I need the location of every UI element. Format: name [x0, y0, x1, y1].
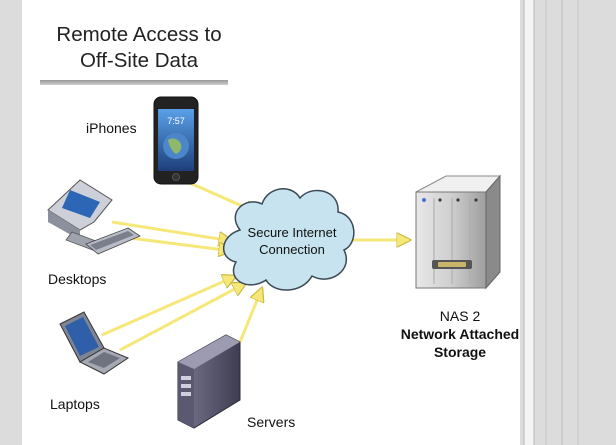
arrow-desktop-to-cloud-2: [129, 236, 232, 251]
label-desktops: Desktops: [48, 271, 107, 287]
label-laptops: Laptops: [50, 396, 100, 412]
arrow-laptop-to-cloud-1: [101, 276, 236, 337]
laptop-icon: [59, 311, 130, 375]
server-icon: [177, 334, 241, 429]
arrow-laptop-to-cloud-2: [119, 283, 246, 352]
iphone-icon: 7:57: [153, 96, 199, 185]
phone-time: 7:57: [167, 116, 185, 126]
label-iphones: iPhones: [86, 120, 137, 136]
cloud-label-line-2: Connection: [259, 242, 325, 257]
connection-arrows: [101, 181, 410, 352]
title-line-2: Off-Site Data: [79, 49, 199, 72]
left-side-panel: [0, 0, 22, 445]
title-line-1: Remote Access to: [56, 23, 222, 46]
label-nas-desc-line-1: Network Attached: [400, 326, 520, 342]
arrow-desktop-to-cloud-1: [111, 220, 232, 241]
title-underline: [40, 80, 228, 85]
label-nas-desc-line-2: Storage: [433, 344, 487, 360]
internet-cloud-icon: Secure Internet Connection: [223, 188, 355, 291]
desktop-icon: [47, 179, 141, 255]
arrow-server-to-cloud: [238, 288, 262, 343]
label-servers: Servers: [247, 414, 296, 430]
cloud-label-line-1: Secure Internet: [248, 225, 337, 240]
right-side-panel: [520, 0, 616, 445]
diagram-title: Remote Access to Off-Site Data: [36, 22, 242, 74]
nas-icon: [415, 174, 502, 290]
label-nas-name: NAS 2: [439, 308, 481, 324]
